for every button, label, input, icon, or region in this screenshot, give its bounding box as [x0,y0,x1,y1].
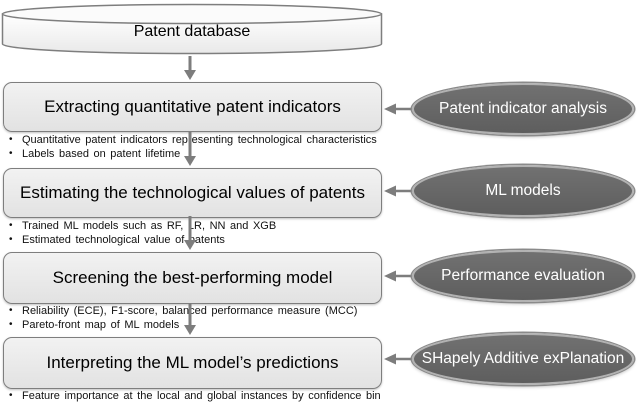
method-ellipse-ml-models: ML models [412,165,634,217]
step-box-label: Extracting quantitative patent indicator… [44,97,341,116]
bullet-dot: • [9,305,13,316]
bullet-dot: • [9,390,13,401]
bullet-list-estimating: • Trained ML models such as RF, LR, NN a… [6,219,392,247]
bullet-text: Feature importance at the local and glob… [22,390,381,402]
method-ellipse-patent-indicator-analysis: Patent indicator analysis [412,83,634,135]
step-box-estimating-values: Estimating the technological values of p… [3,168,382,218]
bullet-item: • Trained ML models such as RF, LR, NN a… [6,219,392,233]
bullet-text: Quantitative patent indicators represent… [22,134,377,146]
step-box-extracting-indicators: Extracting quantitative patent indicator… [3,82,382,132]
step-box-label: Estimating the technological values of p… [20,183,365,202]
bullet-text: Labels based on patent lifetime [22,148,181,160]
bullet-dot: • [9,220,13,231]
bullet-item: • Estimated technological value of paten… [6,233,392,247]
bullet-text: Estimated technological value of patents [22,234,225,246]
bullet-dot: • [9,148,13,159]
step-box-label: Interpreting the ML model’s predictions [46,353,339,372]
arrow-down-icon [184,56,196,80]
step-box-interpreting-predictions: Interpreting the ML model’s predictions [3,337,382,389]
bullet-list-interpreting: • Feature importance at the local and gl… [6,389,392,403]
bullet-list-extracting: • Quantitative patent indicators represe… [6,133,392,161]
bullet-item: • Labels based on patent lifetime [6,147,392,161]
method-ellipse-shap: SHapely Additive exPlanation [412,333,634,385]
method-ellipse-label: Patent indicator analysis [438,100,607,117]
method-ellipse-label: Performance evaluation [441,267,605,284]
bullet-item: • Feature importance at the local and gl… [6,389,392,403]
bullet-dot: • [9,319,13,330]
method-ellipse-label: SHapely Additive exPlanation [421,350,625,367]
bullet-text: Trained ML models such as RF, LR, NN and… [22,220,277,232]
bullet-item: • Quantitative patent indicators represe… [6,133,392,147]
bullet-text: Pareto-front map of ML models [22,319,180,331]
bullet-dot: • [9,134,13,145]
bullet-item: • Reliability (ECE), F1-score, balanced … [6,304,392,318]
bullet-list-screening: • Reliability (ECE), F1-score, balanced … [6,304,392,332]
bullet-text: Reliability (ECE), F1-score, balanced pe… [22,305,358,317]
bullet-dot: • [9,234,13,245]
method-ellipse-performance-evaluation: Performance evaluation [412,250,634,302]
step-box-screening-model: Screening the best-performing model [3,252,382,304]
step-box-label: Screening the best-performing model [52,268,333,287]
database-label: Patent database [133,23,251,40]
method-ellipse-label: ML models [485,182,561,199]
bullet-item: • Pareto-front map of ML models [6,318,392,332]
